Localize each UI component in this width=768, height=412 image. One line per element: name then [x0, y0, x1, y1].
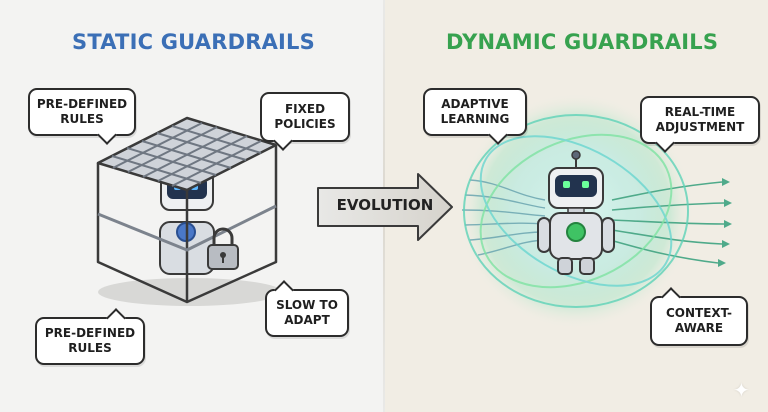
bubble-line: PRE-DEFINED: [36, 97, 128, 111]
evolution-label: EVOLUTION: [336, 196, 434, 214]
bubble-pre-defined-rules-top: PRE-DEFINED RULES: [28, 88, 136, 145]
bubble-fixed-policies: FIXED POLICIES: [260, 92, 350, 151]
bubble-line: CONTEXT-: [665, 306, 733, 320]
bubble-pre-defined-rules-bottom: PRE-DEFINED RULES: [35, 308, 145, 365]
sparkle-icon: ✦: [733, 378, 750, 402]
bubble-line: ADAPT: [284, 313, 330, 327]
bubble-line: SLOW TO: [276, 298, 338, 312]
bubble-slow-to-adapt: SLOW TO ADAPT: [265, 280, 349, 337]
bubble-line: LEARNING: [440, 112, 510, 126]
evolution-arrow-icon: [317, 173, 453, 241]
bubble-line: RULES: [68, 341, 112, 355]
bubble-line: FIXED: [284, 102, 326, 116]
dynamic-guardrails-title: DYNAMIC GUARDRAILS: [446, 30, 719, 54]
bubble-line: AWARE: [674, 321, 724, 335]
bubble-line: REAL-TIME: [664, 105, 736, 119]
bubble-line: ADJUSTMENT: [655, 120, 745, 134]
bubble-real-time-adjustment: REAL-TIME ADJUSTMENT: [640, 96, 760, 153]
bubble-line: RULES: [60, 112, 104, 126]
padlock-icon: [207, 227, 239, 270]
bubble-line: POLICIES: [274, 117, 336, 131]
bubble-line: PRE-DEFINED: [44, 326, 136, 340]
bubble-context-aware: CONTEXT- AWARE: [650, 287, 748, 346]
caged-robot-icon: [96, 116, 282, 306]
glowing-robot-icon: [537, 150, 615, 275]
bubble-line: ADAPTIVE: [441, 97, 509, 111]
static-guardrails-title: STATIC GUARDRAILS: [72, 30, 315, 54]
bubble-adaptive-learning: ADAPTIVE LEARNING: [423, 88, 527, 145]
